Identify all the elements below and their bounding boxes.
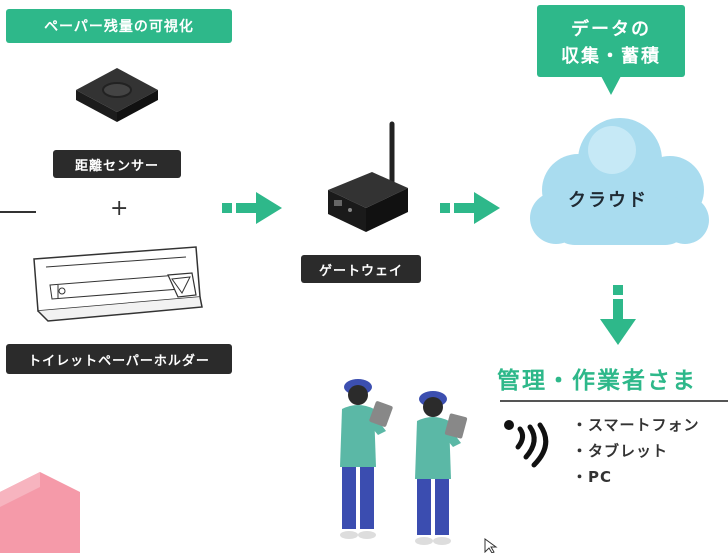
device-item-pc: ・PC — [572, 468, 613, 486]
arrow-right-icon — [222, 192, 282, 224]
title-divider — [500, 400, 728, 402]
data-callout-line1: データの — [571, 19, 651, 40]
signal-icon — [504, 420, 549, 468]
workers-illustration — [340, 379, 468, 545]
arrow-right-icon — [440, 192, 500, 224]
toilet-paper-holder-label: トイレットペーパーホルダー — [6, 344, 232, 374]
gateway-label: ゲートウェイ — [301, 255, 421, 283]
toilet-paper-holder-icon — [33, 246, 203, 322]
plus-symbol: + — [110, 196, 129, 221]
arrow-down-icon — [600, 285, 636, 345]
mouse-cursor-icon — [484, 538, 498, 553]
device-item-tablet: ・タブレット — [572, 442, 669, 460]
management-title: 管理・作業者さま — [497, 368, 697, 394]
minus-line — [0, 211, 36, 213]
distance-sensor-label: 距離センサー — [53, 150, 181, 178]
cloud-icon — [530, 118, 709, 245]
visualization-tag: ペーパー残量の可視化 — [6, 9, 232, 43]
data-callout-bubble — [537, 5, 685, 95]
distance-sensor-icon — [76, 68, 158, 122]
gateway-device-icon — [328, 121, 408, 232]
data-callout-line2: 収集・蓄積 — [561, 46, 661, 67]
cloud-label: クラウド — [568, 190, 648, 211]
device-item-smartphone: ・スマートフォン — [572, 416, 700, 434]
decorative-pink-block — [0, 472, 80, 553]
